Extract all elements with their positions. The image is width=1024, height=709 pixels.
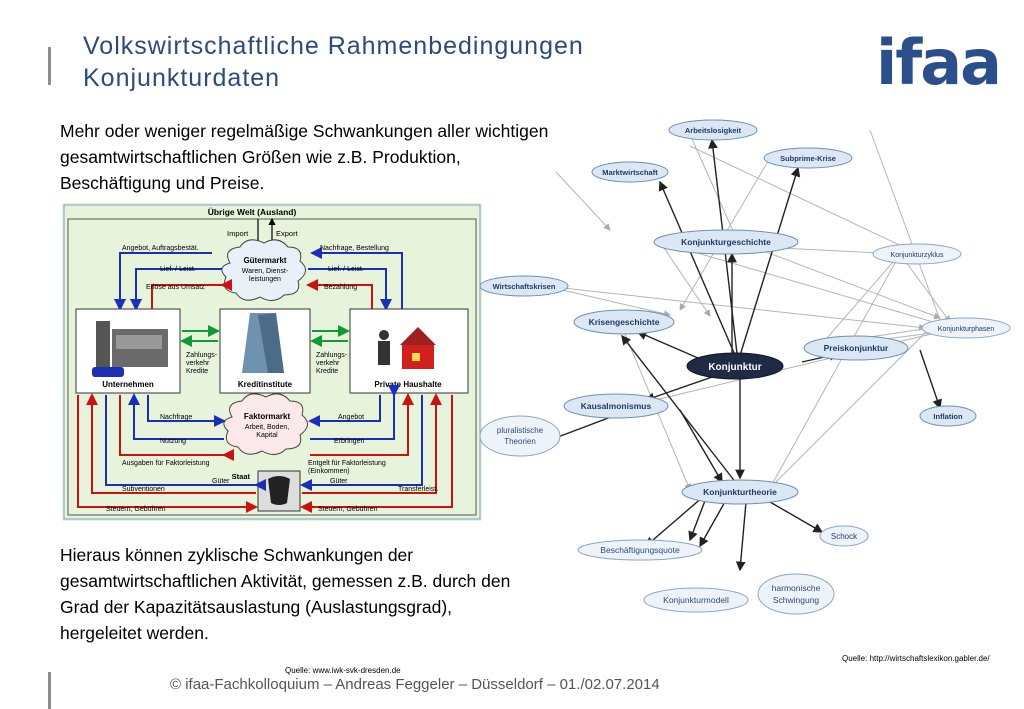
footer-accent-bar bbox=[48, 672, 51, 709]
banks-label: Kreditinstitute bbox=[238, 380, 293, 389]
taxes-right-label: Steuern, Gebühren bbox=[318, 506, 378, 513]
node-marktwirtschaft-label: Marktwirtschaft bbox=[602, 168, 658, 177]
goods-left-label: Güter bbox=[212, 478, 230, 485]
subsidies-label: Subventionen bbox=[122, 486, 165, 493]
outro-paragraph: Hieraus können zyklische Schwankungen de… bbox=[60, 542, 510, 646]
firms-label: Unternehmen bbox=[102, 380, 154, 389]
node-wirtschaftskrisen-label: Wirtschaftskrisen bbox=[493, 282, 556, 291]
node-konjunkturmodell[interactable]: Konjunkturmodell bbox=[643, 587, 749, 613]
node-inflation-label: Inflation bbox=[933, 412, 963, 421]
node-konjunkturzyklus[interactable]: Konjunkturzyklus bbox=[872, 243, 962, 265]
usage-label: Nutzung bbox=[160, 438, 186, 445]
node-beschaeftigungsquote[interactable]: Beschäftigungsquote bbox=[577, 539, 703, 561]
payments-left-1: Zahlungs- bbox=[186, 352, 218, 359]
node-konjunkturgeschichte-label: Konjunkturgeschichte bbox=[681, 237, 771, 247]
households-label: Private Haushalte bbox=[374, 380, 442, 389]
state-label: Staat bbox=[232, 472, 251, 481]
node-arbeitslosigkeit[interactable]: Arbeitslosigkeit bbox=[668, 119, 758, 141]
payments-right-1: Zahlungs- bbox=[316, 352, 348, 359]
node-krisengeschichte[interactable]: Krisengeschichte bbox=[573, 309, 675, 335]
node-pluralistische-label-1: pluralistische bbox=[497, 426, 544, 435]
payment-label: Bezahlung bbox=[324, 284, 357, 291]
title-line-2: Konjunkturdaten bbox=[83, 64, 281, 92]
delivery-right-label: Lief. / Leist. bbox=[328, 266, 364, 273]
outro-line-2: gesamtwirtschaftlichen Aktivität, gemess… bbox=[60, 571, 511, 591]
goods-market-sub-2: leistungen bbox=[249, 276, 281, 283]
node-konjunkturtheorie-label: Konjunkturtheorie bbox=[703, 487, 777, 497]
flow-diagram-svg: Übrige Welt (Ausland) Import Export Güte… bbox=[63, 204, 481, 520]
factor-market-sub-2: Kapital bbox=[256, 432, 278, 439]
node-konjunkturphasen-label: Konjunkturphasen bbox=[938, 326, 995, 333]
slide-title: Volkswirtschaftliche Rahmenbedingungen K… bbox=[83, 30, 584, 94]
economic-flow-diagram: Übrige Welt (Ausland) Import Export Güte… bbox=[62, 203, 482, 521]
node-pluralistische-label-2: Theorien bbox=[504, 437, 536, 446]
transfer-label: Transferleist. bbox=[398, 486, 438, 493]
node-konjunkturtheorie[interactable]: Konjunkturtheorie bbox=[681, 479, 799, 505]
node-konjunktur[interactable]: Konjunktur bbox=[686, 352, 784, 380]
node-krisengeschichte-label: Krisengeschichte bbox=[589, 317, 660, 327]
intro-line-3: Beschäftigung und Preise. bbox=[60, 173, 265, 193]
node-subprime-label: Subprime-Krise bbox=[780, 154, 836, 163]
factor-market-sub-1: Arbeit, Boden, bbox=[245, 424, 289, 431]
goods-right-label: Güter bbox=[330, 478, 348, 485]
world-label: Übrige Welt (Ausland) bbox=[208, 207, 297, 217]
outro-line-3: Grad der Kapazitätsauslastung (Auslastun… bbox=[60, 597, 453, 617]
payments-left-2: verkehr bbox=[186, 360, 210, 367]
offer-label: Angebot bbox=[338, 414, 364, 421]
source-left: Quelle: www.iwk-svk-dresden.de bbox=[285, 666, 401, 675]
intro-paragraph: Mehr oder weniger regelmäßige Schwankung… bbox=[60, 118, 548, 196]
header-accent-bar bbox=[48, 47, 51, 85]
intro-line-1: Mehr oder weniger regelmäßige Schwankung… bbox=[60, 121, 549, 141]
delivery-left-label: Lief. / Leist. bbox=[160, 266, 196, 273]
node-pluralistische-theorien[interactable]: pluralistische Theorien bbox=[479, 415, 561, 457]
node-konjunkturgeschichte[interactable]: Konjunkturgeschichte bbox=[653, 229, 799, 255]
node-schock[interactable]: Schock bbox=[819, 525, 869, 547]
goods-market-title: Gütermarkt bbox=[243, 256, 286, 265]
node-preiskonjunktur[interactable]: Preiskonjunktur bbox=[803, 335, 909, 361]
node-konjunkturphasen[interactable]: Konjunkturphasen bbox=[921, 317, 1011, 339]
node-konjunkturzyklus-label: Konjunkturzyklus bbox=[891, 252, 944, 259]
revenue-label: Erlöse aus Umsatz bbox=[146, 284, 205, 291]
factor-market-title: Faktormarkt bbox=[244, 412, 291, 421]
payments-right-2: verkehr bbox=[316, 360, 340, 367]
node-arbeitslosigkeit-label: Arbeitslosigkeit bbox=[685, 126, 742, 135]
node-harmonische-schwingung[interactable]: harmonische Schwingung bbox=[757, 573, 835, 615]
ifaa-logo: ifaa bbox=[876, 26, 1002, 99]
payments-left-3: Kredite bbox=[186, 368, 208, 375]
export-label: Export bbox=[276, 229, 299, 238]
provide-label: Erbringen bbox=[334, 438, 364, 445]
concept-graph: Arbeitslosigkeit Subprime-Krise Marktwir… bbox=[470, 110, 1020, 620]
factor-market-cloud bbox=[223, 393, 308, 455]
node-harmonische-label-2: Schwingung bbox=[773, 595, 820, 605]
node-marktwirtschaft[interactable]: Marktwirtschaft bbox=[591, 161, 669, 183]
node-kausalmonismus[interactable]: Kausalmonismus bbox=[563, 393, 669, 419]
node-preiskonjunktur-label: Preiskonjunktur bbox=[824, 343, 889, 353]
demand-label: Nachfrage bbox=[160, 414, 192, 421]
node-inflation[interactable]: Inflation bbox=[919, 405, 977, 427]
factor-spending-label: Ausgaben für Faktorleistung bbox=[122, 460, 210, 467]
offer-order-label: Angebot, Auftragsbestät. bbox=[122, 245, 199, 252]
title-line-1: Volkswirtschaftliche Rahmenbedingungen bbox=[83, 32, 584, 60]
node-konjunkturmodell-label: Konjunkturmodell bbox=[663, 595, 729, 605]
concept-graph-svg: Arbeitslosigkeit Subprime-Krise Marktwir… bbox=[479, 119, 1011, 615]
node-schock-label: Schock bbox=[831, 532, 858, 541]
goods-market-sub-1: Waren, Dienst- bbox=[242, 268, 289, 275]
node-kausalmonismus-label: Kausalmonismus bbox=[581, 401, 652, 411]
node-subprime[interactable]: Subprime-Krise bbox=[763, 147, 853, 169]
node-harmonische-label-1: harmonische bbox=[772, 583, 821, 593]
factor-income-label-1: Entgelt für Faktorleistung bbox=[308, 460, 386, 467]
outro-line-1: Hieraus können zyklische Schwankungen de… bbox=[60, 545, 414, 565]
import-label: Import bbox=[227, 229, 249, 238]
taxes-left-label: Steuern, Gebühren bbox=[106, 506, 166, 513]
demand-order-label: Nachfrage, Bestellung bbox=[320, 245, 389, 252]
footer-text: © ifaa-Fachkolloquium – Andreas Feggeler… bbox=[170, 676, 660, 693]
outro-line-4: hergeleitet werden. bbox=[60, 623, 209, 643]
node-wirtschaftskrisen[interactable]: Wirtschaftskrisen bbox=[479, 275, 569, 297]
node-beschaeftigungsquote-label: Beschäftigungsquote bbox=[600, 545, 680, 555]
factor-income-label-2: (Einkommen) bbox=[308, 468, 350, 475]
intro-line-2: gesamtwirtschaftlichen Größen wie z.B. P… bbox=[60, 147, 461, 167]
payments-right-3: Kredite bbox=[316, 368, 338, 375]
node-konjunktur-label: Konjunktur bbox=[708, 362, 761, 373]
source-right: Quelle: http://wirtschaftslexikon.gabler… bbox=[842, 654, 990, 663]
